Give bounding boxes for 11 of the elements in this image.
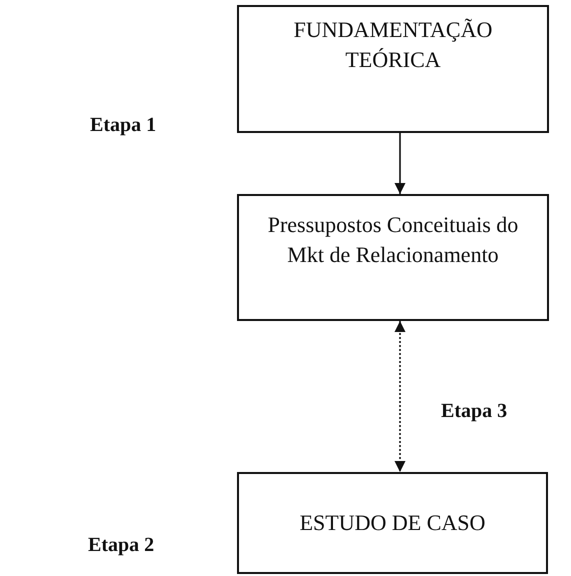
process-box <box>237 472 548 574</box>
box-text: FUNDAMENTAÇÃO TEÓRICA <box>292 16 494 74</box>
stage-label: Etapa 1 <box>90 114 156 137</box>
stage-label: Etapa 2 <box>88 534 154 557</box>
process-box <box>237 5 549 133</box>
box-text: ESTUDO DE CASO <box>298 509 486 538</box>
arrow <box>394 321 406 472</box>
box-text: Pressupostos Conceituais do Mkt de Relacionamento <box>266 211 520 269</box>
arrow <box>394 133 406 194</box>
stage-label: Etapa 3 <box>441 400 508 423</box>
process-box <box>237 194 549 321</box>
